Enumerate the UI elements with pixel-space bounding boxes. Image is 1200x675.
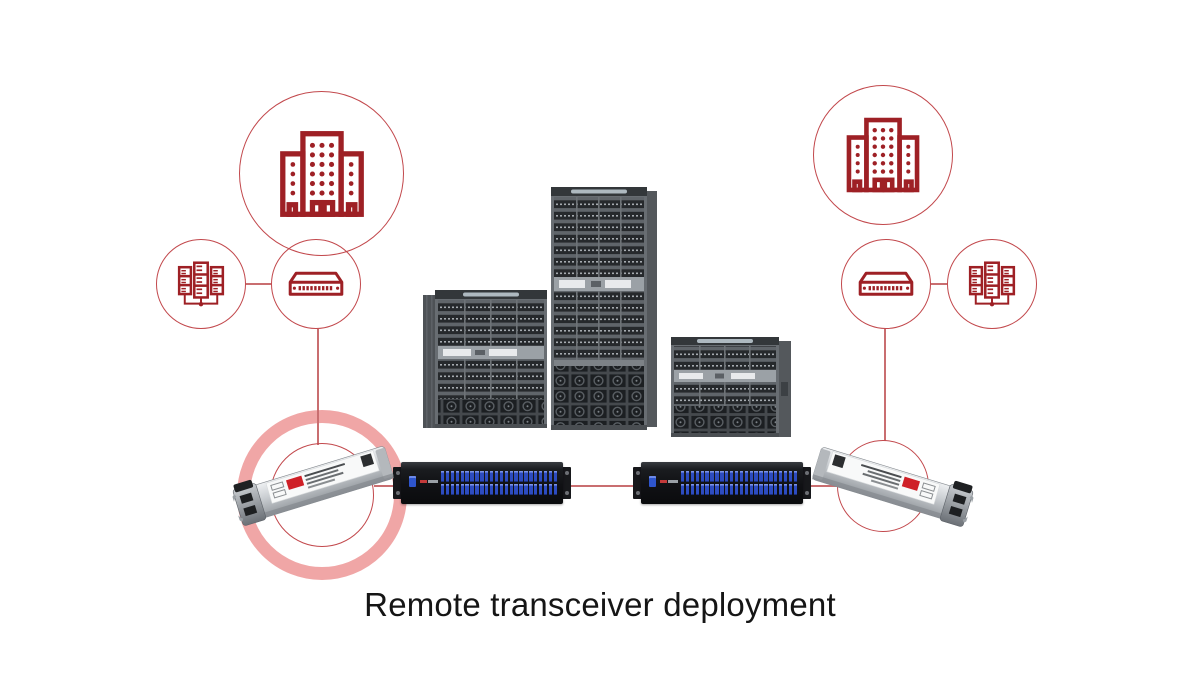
ethernet-switch-icon <box>288 271 344 296</box>
right-switch-servers-link <box>931 283 947 285</box>
fiber-patch-panel-1 <box>393 462 571 504</box>
panel-logo-zone <box>647 469 681 497</box>
rack-ear <box>633 467 642 499</box>
director-chassis-tall <box>551 187 657 435</box>
diagram-title: Remote transceiver deployment <box>364 586 836 623</box>
trunk-fiber-link <box>374 485 837 487</box>
rack-ear <box>562 467 571 499</box>
uplink-port <box>409 476 416 487</box>
right-switch-circle <box>841 239 931 329</box>
fiber-patch-panel-2 <box>633 462 811 504</box>
rack-ear <box>802 467 811 499</box>
left-building-circle <box>239 91 404 256</box>
left-servers-circle <box>156 239 246 329</box>
lc-port-field <box>441 469 558 497</box>
panel-logo-zone <box>407 469 441 497</box>
director-chassis-compact <box>671 337 791 442</box>
left-switch-transceiver-link <box>317 329 319 445</box>
sfp-transceiver-right <box>801 437 977 538</box>
rack-ear <box>393 467 402 499</box>
server-rack-icon <box>177 261 225 307</box>
server-rack-icon <box>968 261 1016 307</box>
lc-port-field <box>681 469 798 497</box>
sfp-transceiver-left <box>229 436 405 537</box>
ethernet-switch-icon <box>858 271 914 296</box>
right-building-circle <box>813 85 953 225</box>
right-servers-circle <box>947 239 1037 329</box>
right-switch-transceiver-link <box>884 329 886 441</box>
director-chassis-medium <box>423 290 547 433</box>
building-icon <box>846 117 920 193</box>
uplink-port <box>649 476 656 487</box>
building-icon <box>279 130 364 217</box>
panel-body <box>401 462 563 504</box>
panel-body <box>641 462 803 504</box>
left-servers-switch-link <box>246 283 271 285</box>
left-switch-circle <box>271 239 361 329</box>
